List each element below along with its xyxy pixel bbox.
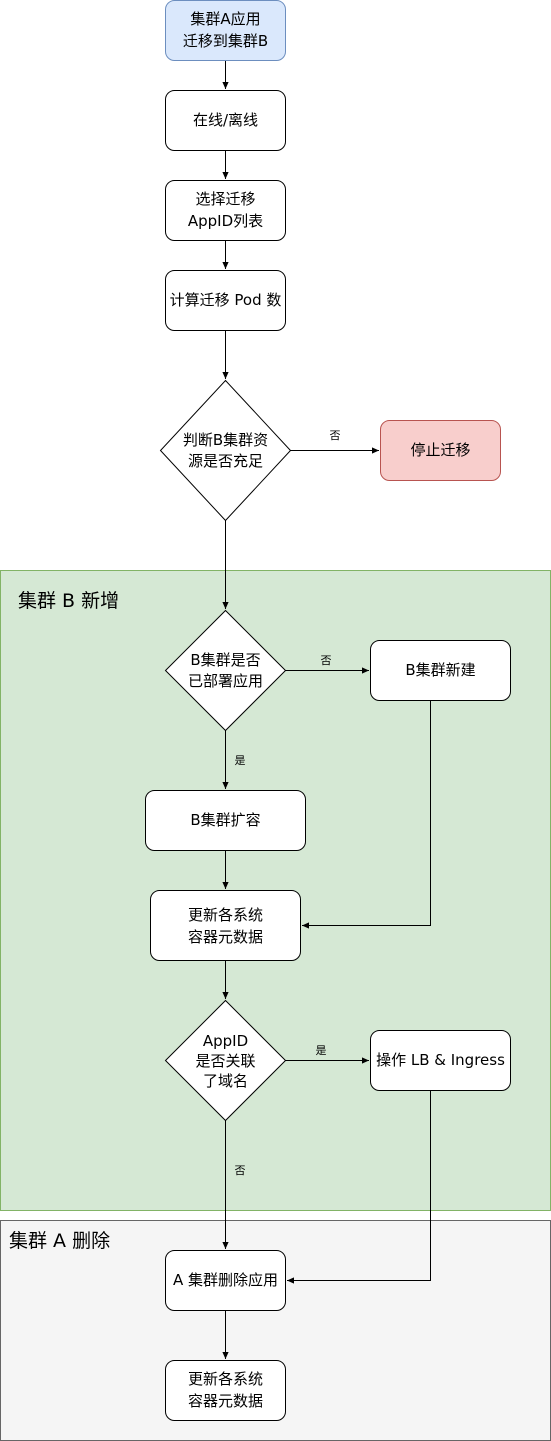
node-stop-migration: 停止迁移: [380, 420, 501, 481]
svg-text:判断B集群资: 判断B集群资: [183, 431, 268, 449]
svg-text:更新各系统: 更新各系统: [188, 1370, 263, 1388]
node-update-metadata-2: 更新各系统 容器元数据: [165, 1360, 286, 1421]
node-update-metadata-1: 更新各系统 容器元数据: [150, 890, 301, 961]
node-select-appid: 选择迁移 AppID列表: [165, 180, 286, 241]
svg-text:B集群新建: B集群新建: [405, 661, 475, 679]
edge-label-deployed-no: 否: [321, 654, 332, 667]
svg-text:源是否充足: 源是否充足: [188, 452, 263, 470]
node-create-b: B集群新建: [370, 640, 511, 701]
node-delete-a: A 集群删除应用: [165, 1250, 286, 1311]
svg-text:集群A应用: 集群A应用: [190, 10, 260, 28]
node-check-deployed: B集群是否 已部署应用: [164, 609, 287, 732]
node-start: 集群A应用 迁移到集群B: [165, 0, 286, 61]
svg-text:更新各系统: 更新各系统: [188, 906, 263, 924]
node-scale-b: B集群扩容: [145, 790, 306, 851]
node-online-offline: 在线/离线: [165, 90, 286, 151]
edge-label-domain-yes: 是: [316, 1044, 327, 1057]
svg-text:已部署应用: 已部署应用: [188, 672, 263, 690]
svg-text:容器元数据: 容器元数据: [188, 928, 263, 946]
svg-text:计算迁移 Pod 数: 计算迁移 Pod 数: [170, 291, 282, 309]
node-operate-lb: 操作 LB & Ingress: [370, 1030, 511, 1091]
edge-label-deployed-yes: 是: [235, 754, 246, 767]
node-compute-pods: 计算迁移 Pod 数: [165, 270, 286, 331]
edge-label-resources-no: 否: [330, 429, 341, 442]
svg-text:容器元数据: 容器元数据: [188, 1392, 263, 1410]
node-check-domain: AppID 是否关联 了域名: [164, 999, 287, 1122]
svg-text:操作 LB & Ingress: 操作 LB & Ingress: [376, 1051, 505, 1069]
svg-text:在线/离线: 在线/离线: [193, 111, 258, 129]
edges: [222, 60, 431, 1359]
group-cluster-b-title: 集群 B 新增: [18, 590, 119, 612]
edge-create-to-update: [302, 700, 431, 929]
svg-text:停止迁移: 停止迁移: [410, 441, 470, 459]
edge-label-domain-no: 否: [235, 1164, 246, 1177]
svg-text:是否关联: 是否关联: [195, 1052, 255, 1070]
svg-text:B集群是否: B集群是否: [190, 651, 260, 669]
svg-text:了域名: 了域名: [203, 1072, 248, 1090]
svg-text:B集群扩容: B集群扩容: [190, 811, 260, 829]
node-check-resources: 判断B集群资 源是否充足: [159, 379, 292, 522]
group-cluster-a-title: 集群 A 删除: [9, 1230, 110, 1252]
svg-text:AppID列表: AppID列表: [188, 212, 263, 230]
svg-text:选择迁移: 选择迁移: [195, 190, 255, 208]
svg-text:AppID: AppID: [203, 1032, 248, 1050]
svg-text:迁移到集群B: 迁移到集群B: [183, 32, 268, 50]
edge-lb-to-delete: [287, 1090, 431, 1284]
svg-text:A 集群删除应用: A 集群删除应用: [173, 1271, 278, 1289]
